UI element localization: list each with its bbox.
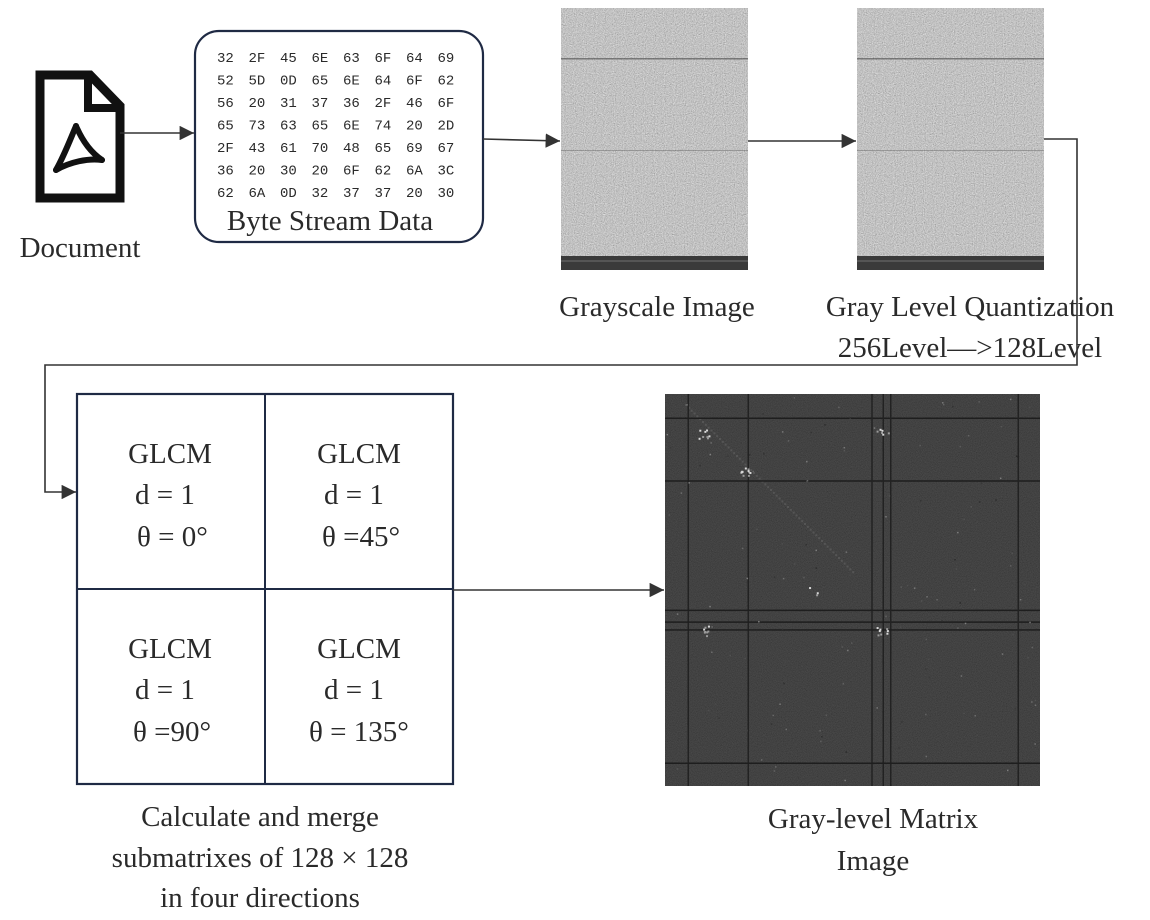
grayscale-image	[561, 8, 748, 270]
hex-byte: 20	[312, 164, 329, 180]
hex-byte: 0D	[280, 74, 297, 90]
hex-byte: 63	[280, 119, 297, 135]
hex-byte: 30	[438, 186, 455, 202]
byte-stream-box	[193, 29, 485, 244]
hex-byte: 62	[217, 186, 234, 202]
hex-byte: 3C	[438, 164, 455, 180]
hex-byte: 63	[343, 51, 360, 67]
hex-byte: 30	[280, 164, 297, 180]
hex-byte: 65	[312, 74, 329, 90]
hex-byte: 52	[217, 74, 234, 90]
hex-byte: 37	[312, 96, 329, 112]
glcm-cell-angle: θ = 135°	[309, 716, 409, 748]
hex-byte: 6E	[343, 74, 360, 90]
quantization-label-line1: Gray Level Quantization	[826, 291, 1115, 323]
hex-byte: 6F	[343, 164, 360, 180]
glcm-cell-angle: θ =90°	[133, 716, 211, 748]
hex-byte: 20	[406, 186, 423, 202]
hex-byte: 36	[343, 96, 360, 112]
matrix-caption-line2: Image	[837, 845, 909, 877]
glcm-cell-distance: d = 1	[324, 479, 384, 511]
byte-stream-label: Byte Stream Data	[227, 205, 433, 237]
hex-byte: 32	[217, 51, 234, 67]
hex-byte: 61	[280, 141, 297, 157]
glcm-cell-distance: d = 1	[135, 479, 195, 511]
glcm-cell-distance: d = 1	[324, 674, 384, 706]
hex-byte: 20	[249, 96, 266, 112]
hex-byte: 6E	[343, 119, 360, 135]
hex-byte: 64	[406, 51, 423, 67]
hex-byte: 2F	[249, 51, 266, 67]
hex-byte: 65	[217, 119, 234, 135]
quantization-label-line2: 256Level—>128Level	[838, 332, 1102, 364]
arrow-bytes-to-grayscale	[482, 133, 561, 148]
glcm-cell-0: GLCM d = 1 θ = 0°	[128, 438, 212, 553]
hex-byte: 43	[249, 141, 266, 157]
hex-byte: 56	[217, 96, 234, 112]
hex-byte: 6A	[406, 164, 423, 180]
hex-byte: 73	[249, 119, 266, 135]
glcm-grid	[75, 392, 455, 786]
hex-byte: 2F	[217, 141, 234, 157]
hex-byte: 62	[438, 74, 455, 90]
hex-byte: 69	[438, 51, 455, 67]
glcm-caption-line2: submatrixes of 128 × 128	[112, 842, 409, 874]
glcm-caption-line3: in four directions	[160, 882, 360, 914]
glcm-cell-distance: d = 1	[135, 674, 195, 706]
hex-byte: 70	[312, 141, 329, 157]
quantized-image	[857, 8, 1044, 270]
glcm-cell-title: GLCM	[128, 438, 212, 470]
glcm-cell-title: GLCM	[128, 633, 212, 665]
hex-byte: 36	[217, 164, 234, 180]
arrow-quantized-to-glcm	[44, 138, 1078, 500]
glcm-cell-angle: θ =45°	[322, 521, 400, 553]
hex-byte: 37	[375, 186, 392, 202]
glcm-cell-90: GLCM d = 1 θ =90°	[128, 633, 212, 748]
hex-byte: 64	[375, 74, 392, 90]
hex-byte: 6F	[375, 51, 392, 67]
hex-byte: 74	[375, 119, 392, 135]
glcm-cell-135: GLCM d = 1 θ = 135°	[309, 633, 409, 748]
hex-byte: 31	[280, 96, 297, 112]
hex-byte: 6F	[406, 74, 423, 90]
hex-byte: 6F	[438, 96, 455, 112]
hex-byte: 65	[375, 141, 392, 157]
hex-byte: 45	[280, 51, 297, 67]
hex-byte: 2D	[438, 119, 455, 135]
pdf-file-icon	[35, 70, 125, 203]
hex-byte: 5D	[249, 74, 266, 90]
hex-byte: 6E	[312, 51, 329, 67]
hex-byte: 69	[406, 141, 423, 157]
glcm-cell-angle: θ = 0°	[137, 521, 208, 553]
glcm-cell-45: GLCM d = 1 θ =45°	[317, 438, 401, 553]
hex-byte: 67	[438, 141, 455, 157]
hex-byte: 65	[312, 119, 329, 135]
document-label: Document	[20, 232, 141, 264]
hex-byte: 2F	[375, 96, 392, 112]
gray-level-matrix-image	[665, 394, 1040, 786]
hex-grid: 32 2F 45 6E 63 6F 64 69 52 5D 0D 65 6E 64 6F 62 56 20 31 37…	[217, 51, 454, 202]
hex-byte: 20	[406, 119, 423, 135]
hex-byte: 32	[312, 186, 329, 202]
hex-byte: 48	[343, 141, 360, 157]
hex-byte: 37	[343, 186, 360, 202]
matrix-caption-line1: Gray-level Matrix	[768, 803, 979, 835]
glcm-caption-line1: Calculate and merge	[141, 801, 379, 833]
grayscale-label: Grayscale Image	[559, 291, 755, 323]
hex-byte: 0D	[280, 186, 297, 202]
hex-byte: 6A	[249, 186, 266, 202]
glcm-cell-title: GLCM	[317, 633, 401, 665]
hex-byte: 46	[406, 96, 423, 112]
hex-byte: 20	[249, 164, 266, 180]
glcm-cell-title: GLCM	[317, 438, 401, 470]
hex-byte: 62	[375, 164, 392, 180]
